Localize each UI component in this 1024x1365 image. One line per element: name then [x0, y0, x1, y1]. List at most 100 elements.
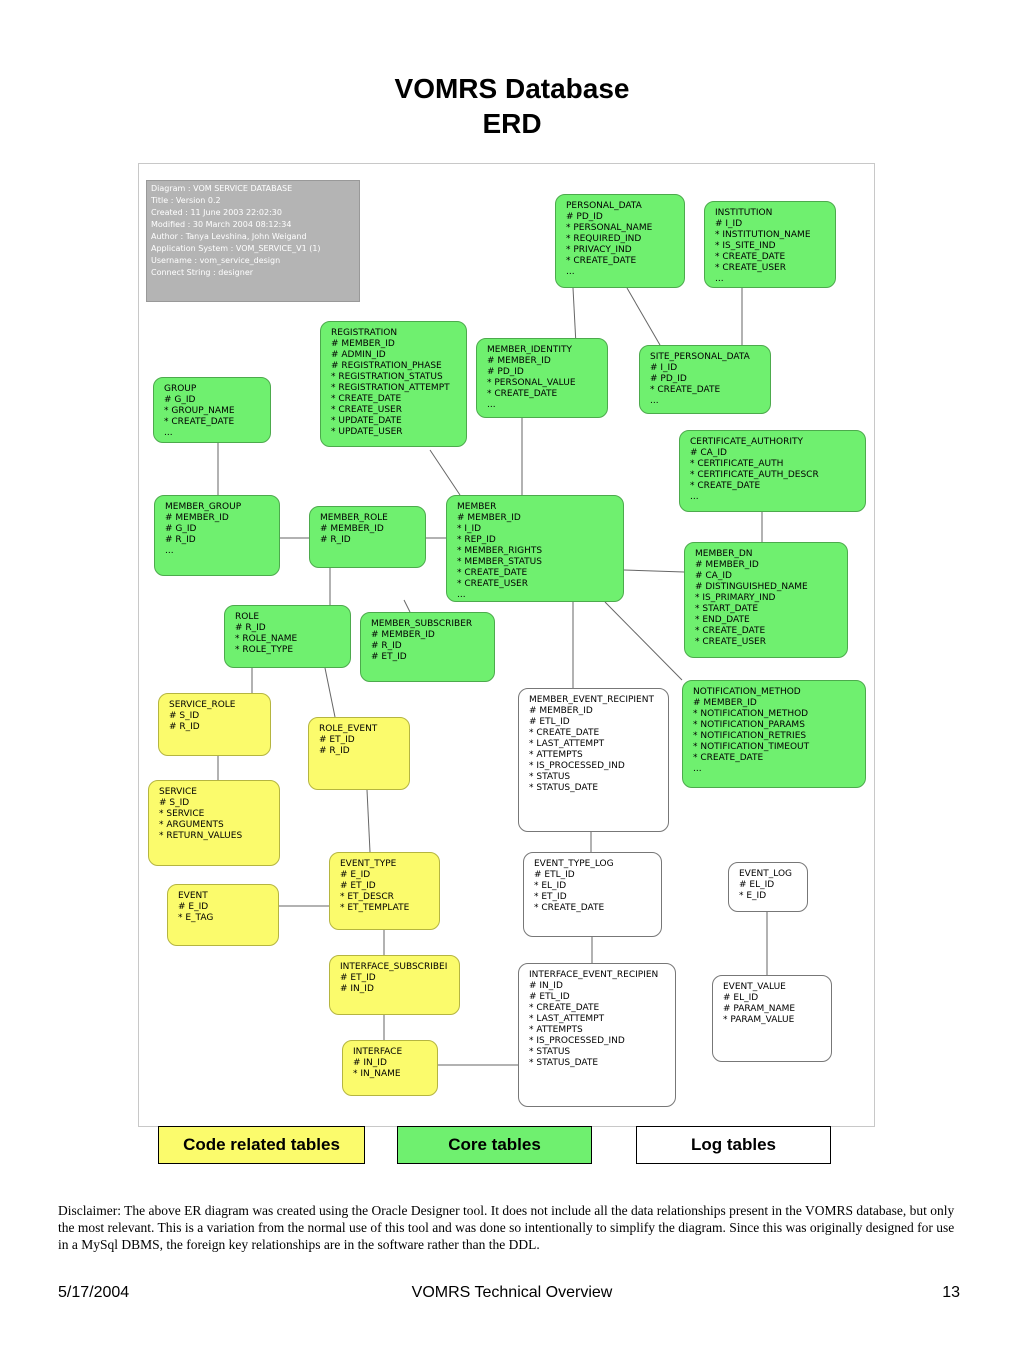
rel-line [366, 789, 371, 853]
entity-attribute: ... [164, 428, 173, 438]
entity-notification-method[interactable]: NOTIFICATION_METHOD# MEMBER_ID* NOTIFICA… [682, 680, 866, 788]
entity-attribute: # REGISTRATION_PHASE [331, 361, 442, 371]
entity-attribute: # EL_ID [723, 993, 759, 1003]
entity-name: INTERFACE_EVENT_RECIPIEN [529, 970, 659, 980]
entity-attribute: # MEMBER_ID [695, 560, 759, 570]
entity-name: CERTIFICATE_AUTHORITY [690, 437, 803, 447]
entity-attribute: * E_TAG [178, 913, 214, 923]
entity-name: MEMBER_SUBSCRIBER [371, 619, 473, 629]
entity-attribute: # ETL_ID [529, 992, 570, 1002]
entity-attribute: * IN_NAME [353, 1069, 401, 1079]
entity-attribute: # S_ID [159, 798, 190, 808]
entity-attribute: * IS_PRIMARY_IND [695, 593, 776, 603]
entity-attribute: # IN_ID [340, 984, 374, 994]
entity-name: MEMBER_EVENT_RECIPIENT [529, 695, 654, 705]
entity-attribute: ... [690, 492, 699, 502]
entity-event-log[interactable]: EVENT_LOG# EL_ID* E_ID [728, 862, 808, 912]
entity-attribute: # MEMBER_ID [693, 698, 757, 708]
entity-interface-event-recipient[interactable]: INTERFACE_EVENT_RECIPIEN# IN_ID# ETL_ID*… [518, 963, 676, 1107]
entity-attribute: # MEMBER_ID [487, 356, 551, 366]
entity-attribute: * CREATE_DATE [650, 385, 721, 395]
entity-service[interactable]: SERVICE# S_ID* SERVICE* ARGUMENTS* RETUR… [148, 780, 280, 866]
entity-event[interactable]: EVENT# E_ID* E_TAG [167, 884, 279, 946]
entity-attribute: # EL_ID [739, 880, 775, 890]
entity-attribute: * STATUS [529, 772, 571, 782]
entity-role-event[interactable]: ROLE_EVENT# ET_ID# R_ID [308, 717, 410, 790]
diagram-info-line: Diagram : VOM SERVICE DATABASE [151, 184, 293, 193]
entity-attribute: # G_ID [165, 524, 197, 534]
entity-attribute: * GROUP_NAME [164, 406, 235, 416]
entity-attribute: * E_ID [739, 891, 767, 901]
entity-attribute: * IS_PROCESSED_IND [529, 761, 625, 771]
entity-name: SERVICE [159, 787, 197, 797]
entity-attribute: * NOTIFICATION_METHOD [693, 709, 809, 719]
entity-attribute: * ATTEMPTS [529, 750, 583, 760]
entity-group[interactable]: GROUP# G_ID* GROUP_NAME* CREATE_DATE... [153, 377, 271, 443]
entity-attribute: * I_ID [457, 524, 482, 534]
entity-attribute: * REP_ID [457, 535, 496, 545]
entity-attribute: # ADMIN_ID [331, 350, 386, 360]
entity-name: PERSONAL_DATA [566, 201, 642, 211]
entity-institution[interactable]: INSTITUTION# I_ID* INSTITUTION_NAME* IS_… [704, 201, 836, 288]
entity-attribute: * PARAM_VALUE [723, 1015, 795, 1025]
entity-member[interactable]: MEMBER# MEMBER_ID* I_ID* REP_ID* MEMBER_… [446, 495, 624, 602]
entity-attribute: * ET_TEMPLATE [340, 903, 410, 913]
entity-event-type-log[interactable]: EVENT_TYPE_LOG# ETL_ID* EL_ID* ET_ID* CR… [523, 852, 662, 937]
entity-member-role[interactable]: MEMBER_ROLE# MEMBER_ID# R_ID [309, 506, 426, 568]
entity-name: EVENT_VALUE [723, 982, 786, 992]
entity-service-role[interactable]: SERVICE_ROLE# S_ID# R_ID [158, 693, 271, 756]
entity-name: MEMBER [457, 502, 497, 512]
entity-attribute: # ETL_ID [529, 717, 570, 727]
entity-attribute: # E_ID [340, 870, 371, 880]
entity-attribute: # MEMBER_ID [371, 630, 435, 640]
entity-attribute: * REQUIRED_IND [566, 234, 642, 244]
entity-attribute: * ROLE_TYPE [235, 645, 294, 655]
entity-personal-data[interactable]: PERSONAL_DATA# PD_ID* PERSONAL_NAME* REQ… [555, 194, 685, 288]
footer-title: VOMRS Technical Overview [411, 1284, 613, 1301]
entity-attribute: * REGISTRATION_STATUS [331, 372, 443, 382]
entity-role[interactable]: ROLE# R_ID* ROLE_NAME* ROLE_TYPE [224, 605, 351, 668]
entity-attribute: # S_ID [169, 711, 200, 721]
entity-attribute: * CERTIFICATE_AUTH_DESCR [690, 470, 819, 480]
rel-line [604, 601, 683, 681]
entity-member-group[interactable]: MEMBER_GROUP# MEMBER_ID# G_ID# R_ID... [154, 495, 280, 576]
entity-event-type[interactable]: EVENT_TYPE# E_ID# ET_ID* ET_DESCR* ET_TE… [329, 852, 440, 930]
entity-interface[interactable]: INTERFACE# IN_ID* IN_NAME [342, 1040, 438, 1096]
entity-attribute: # ETL_ID [534, 870, 575, 880]
entity-attribute: * NOTIFICATION_RETRIES [693, 731, 807, 741]
entity-event-value[interactable]: EVENT_VALUE# EL_ID# PARAM_NAME* PARAM_VA… [712, 975, 832, 1062]
entity-name: EVENT_LOG [739, 869, 793, 879]
diagram-info-line: Title : Version 0.2 [151, 196, 221, 205]
entity-name: SITE_PERSONAL_DATA [650, 352, 750, 362]
entity-attribute: * PERSONAL_VALUE [487, 378, 576, 388]
entity-name: ROLE_EVENT [319, 724, 378, 734]
entity-attribute: # E_ID [178, 902, 209, 912]
entity-attribute: * CREATE_DATE [693, 753, 764, 763]
entity-attribute: # IN_ID [353, 1058, 387, 1068]
entity-attribute: * STATUS_DATE [529, 783, 599, 793]
disclaimer-text: Disclaimer: The above ER diagram was cre… [58, 1203, 955, 1252]
entity-attribute: * CREATE_DATE [164, 417, 235, 427]
entity-attribute: * CREATE_DATE [566, 256, 637, 266]
entity-attribute: ... [487, 400, 496, 410]
entity-certificate-authority[interactable]: CERTIFICATE_AUTHORITY# CA_ID* CERTIFICAT… [679, 430, 866, 512]
entity-member-dn[interactable]: MEMBER_DN# MEMBER_ID# CA_ID# DISTINGUISH… [684, 542, 848, 658]
entity-attribute: * IS_SITE_IND [715, 241, 776, 251]
entity-attribute: * UPDATE_USER [331, 427, 403, 437]
entity-attribute: * CREATE_USER [695, 637, 766, 647]
entity-attribute: * CREATE_DATE [331, 394, 402, 404]
entity-member-identity[interactable]: MEMBER_IDENTITY# MEMBER_ID# PD_ID* PERSO… [476, 338, 608, 418]
entity-attribute: * CREATE_DATE [690, 481, 761, 491]
rel-line [623, 569, 685, 573]
entity-attribute: * PERSONAL_NAME [566, 223, 653, 233]
entity-registration[interactable]: REGISTRATION# MEMBER_ID# ADMIN_ID# REGIS… [320, 321, 467, 447]
entity-interface-subscriber[interactable]: INTERFACE_SUBSCRIBEI# ET_ID# IN_ID [329, 955, 460, 1015]
legend-core: Core tables [397, 1126, 592, 1164]
entity-name: EVENT_TYPE_LOG [534, 859, 614, 869]
entity-attribute: # I_ID [715, 219, 743, 229]
diagram-info-box: Diagram : VOM SERVICE DATABASE Title : Ve… [146, 180, 360, 302]
entity-site-personal-data[interactable]: SITE_PERSONAL_DATA# I_ID# PD_ID* CREATE_… [639, 345, 771, 414]
entity-member-subscriber[interactable]: MEMBER_SUBSCRIBER# MEMBER_ID# R_ID# ET_I… [360, 612, 495, 682]
entity-member-event-recipient[interactable]: MEMBER_EVENT_RECIPIENT# MEMBER_ID# ETL_I… [518, 688, 669, 832]
entity-attribute: # PD_ID [487, 367, 524, 377]
